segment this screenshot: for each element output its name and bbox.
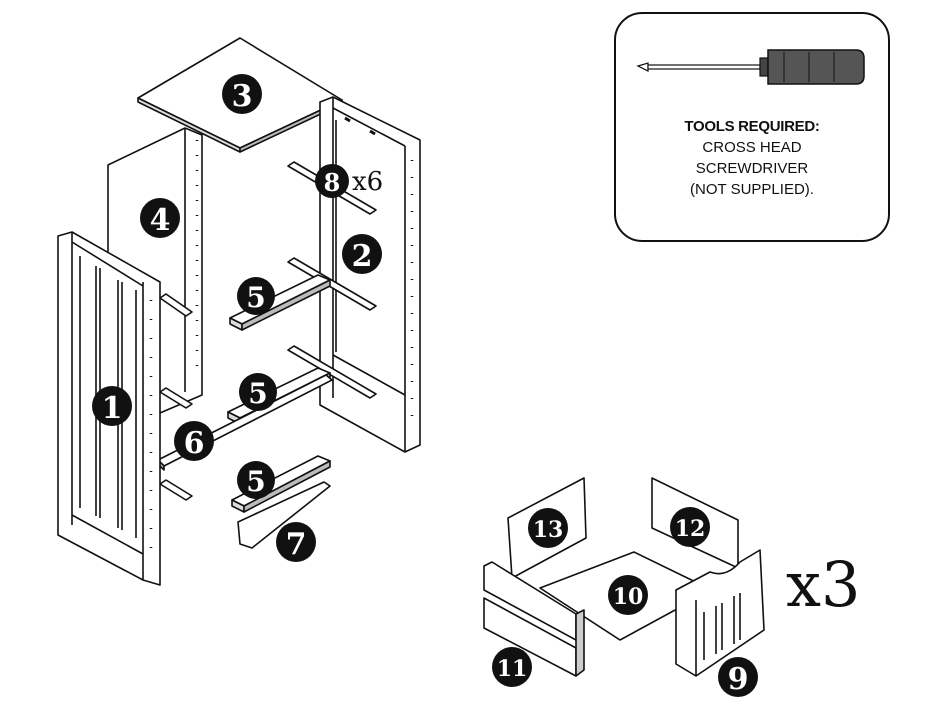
- tools-line-2: SCREWDRIVER: [695, 160, 809, 177]
- screwdriver-icon: [636, 49, 865, 85]
- badge-part-1: 1: [92, 386, 132, 426]
- svg-text:5: 5: [248, 377, 267, 410]
- badge-part-6: 6: [174, 421, 214, 461]
- svg-text:3: 3: [232, 79, 253, 114]
- svg-text:11: 11: [497, 656, 528, 682]
- svg-text:10: 10: [613, 584, 644, 610]
- svg-text:5: 5: [246, 281, 265, 314]
- badge-part-13: 13: [528, 508, 568, 548]
- svg-text:9: 9: [728, 662, 749, 697]
- badge-part-5-lower: 5: [237, 461, 275, 499]
- svg-text:4: 4: [150, 203, 171, 238]
- badge-part-5-upper: 5: [237, 277, 275, 315]
- svg-text:1: 1: [102, 391, 123, 426]
- tools-title: TOOLS REQUIRED:: [684, 118, 820, 135]
- svg-text:12: 12: [675, 516, 706, 542]
- badge-part-7: 7: [276, 522, 316, 562]
- badge-part-5-middle: 5: [239, 373, 277, 411]
- tools-line-1: CROSS HEAD: [702, 139, 802, 156]
- badge-part-12: 12: [670, 507, 710, 547]
- part-8-shelf-supports: [159, 161, 377, 501]
- part-9-drawer-front: [675, 549, 765, 677]
- svg-text:7: 7: [286, 527, 307, 562]
- badge-part-3: 3: [222, 74, 262, 114]
- badge-part-9: 9: [718, 657, 758, 697]
- badge-part-10: 10: [608, 575, 648, 615]
- tools-line-3: (NOT SUPPLIED).: [690, 181, 814, 198]
- svg-text:13: 13: [533, 517, 564, 543]
- badge-part-8: 8: [315, 164, 349, 198]
- svg-text:5: 5: [246, 465, 265, 498]
- part-7-curved-plinth: [237, 481, 331, 549]
- svg-text:8: 8: [324, 168, 341, 197]
- part-badges: 1 2 3 4 5 5 5 6 7 8 9 10 11 12 13: [92, 74, 758, 697]
- drawer-quantity: x3: [786, 548, 860, 621]
- svg-text:2: 2: [352, 239, 373, 274]
- badge-part-4: 4: [140, 198, 180, 238]
- tools-required-box: TOOLS REQUIRED: CROSS HEAD SCREWDRIVER (…: [614, 12, 890, 242]
- badge-part-11: 11: [492, 647, 532, 687]
- shelf-support-quantity: x6: [352, 167, 383, 197]
- svg-text:6: 6: [184, 426, 205, 461]
- badge-part-2: 2: [342, 234, 382, 274]
